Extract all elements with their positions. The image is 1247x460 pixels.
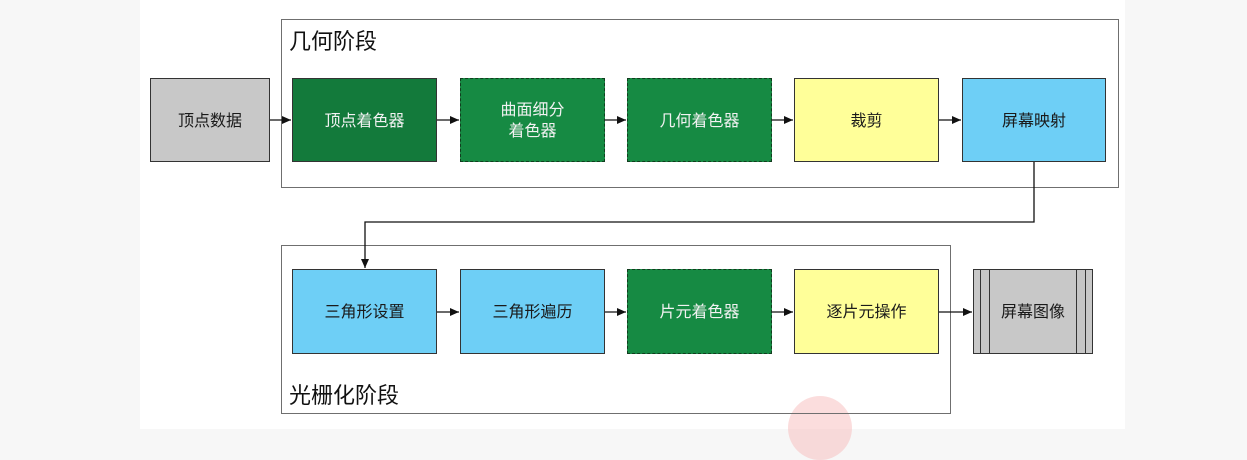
geometry-stage-title: 几何阶段 (289, 30, 378, 55)
per-fragment-ops-label: 逐片元操作 (826, 302, 907, 321)
clipping-node: 裁剪 (794, 78, 939, 162)
vertex-data-label: 顶点数据 (177, 110, 242, 130)
clipping-label: 裁剪 (850, 110, 883, 130)
triangle-setup-label: 三角形设置 (324, 302, 405, 321)
tessellation-shader-node: 曲面细分 着色器 (460, 78, 605, 162)
triangle-traversal-node: 三角形遍历 (460, 269, 605, 354)
screen-image-right-bar (1076, 270, 1086, 353)
per-fragment-ops-node: 逐片元操作 (794, 269, 939, 354)
fragment-shader-node: 片元着色器 (627, 269, 772, 354)
triangle-setup-node: 三角形设置 (292, 269, 437, 354)
triangle-traversal-label: 三角形遍历 (492, 302, 573, 321)
screen-image-left-bar (980, 270, 990, 353)
vertex-data-node: 顶点数据 (150, 78, 270, 162)
raster-stage-title: 光栅化阶段 (289, 384, 400, 409)
vertex-shader-label: 顶点着色器 (324, 110, 405, 130)
screen-mapping-node: 屏幕映射 (962, 78, 1106, 162)
screen-image-label: 屏幕图像 (1000, 302, 1065, 321)
tessellation-shader-label: 曲面细分 着色器 (500, 100, 565, 140)
screen-mapping-label: 屏幕映射 (1001, 110, 1066, 130)
geometry-shader-label: 几何着色器 (659, 110, 740, 130)
fragment-shader-label: 片元着色器 (659, 302, 740, 321)
geometry-shader-node: 几何着色器 (627, 78, 772, 162)
vertex-shader-node: 顶点着色器 (292, 78, 437, 162)
screen-image-node: 屏幕图像 (973, 269, 1093, 354)
